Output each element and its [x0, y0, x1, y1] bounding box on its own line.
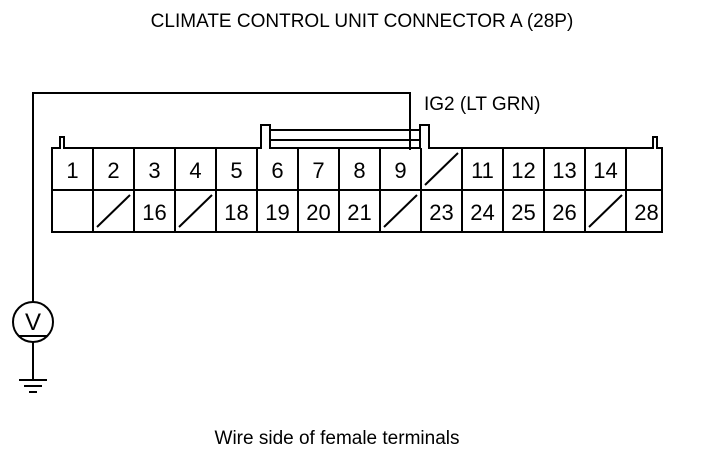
unused-terminal-slash	[588, 194, 623, 228]
terminal-16: 16	[142, 200, 166, 225]
terminal-21: 21	[347, 200, 371, 225]
unused-terminal-slash	[96, 194, 131, 228]
terminal-18: 18	[224, 200, 248, 225]
terminal-13: 13	[552, 158, 576, 183]
locking-tab	[269, 129, 421, 141]
terminal-5: 5	[230, 158, 242, 183]
terminal-9: 9	[394, 158, 406, 183]
terminal-26: 26	[552, 200, 576, 225]
unused-terminal-slash	[178, 194, 213, 228]
terminal-3: 3	[148, 158, 160, 183]
terminal-12: 12	[511, 158, 535, 183]
terminal-19: 19	[265, 200, 289, 225]
unused-terminal-slash	[424, 152, 459, 186]
terminal-25: 25	[511, 200, 535, 225]
terminal-6: 6	[271, 158, 283, 183]
diagram-title: CLIMATE CONTROL UNIT CONNECTOR A (28P)	[151, 11, 574, 32]
terminal-28: 28	[634, 200, 658, 225]
terminal-20: 20	[306, 200, 330, 225]
wire-label: IG2 (LT GRN)	[424, 94, 540, 115]
ground-icon	[19, 342, 47, 393]
terminal-23: 23	[429, 200, 453, 225]
terminal-7: 7	[312, 158, 324, 183]
terminal-4: 4	[189, 158, 201, 183]
terminal-8: 8	[353, 158, 365, 183]
terminal-2: 2	[107, 158, 119, 183]
terminal-1: 1	[66, 158, 78, 183]
terminal-14: 14	[593, 158, 617, 183]
diagram-caption: Wire side of female terminals	[215, 428, 460, 449]
unused-terminal-slash	[383, 194, 418, 228]
probe-wire	[32, 92, 411, 302]
terminal-24: 24	[470, 200, 494, 225]
voltmeter-icon: V	[12, 301, 54, 343]
terminal-11: 11	[471, 158, 494, 183]
voltmeter-symbol: V	[25, 309, 41, 336]
